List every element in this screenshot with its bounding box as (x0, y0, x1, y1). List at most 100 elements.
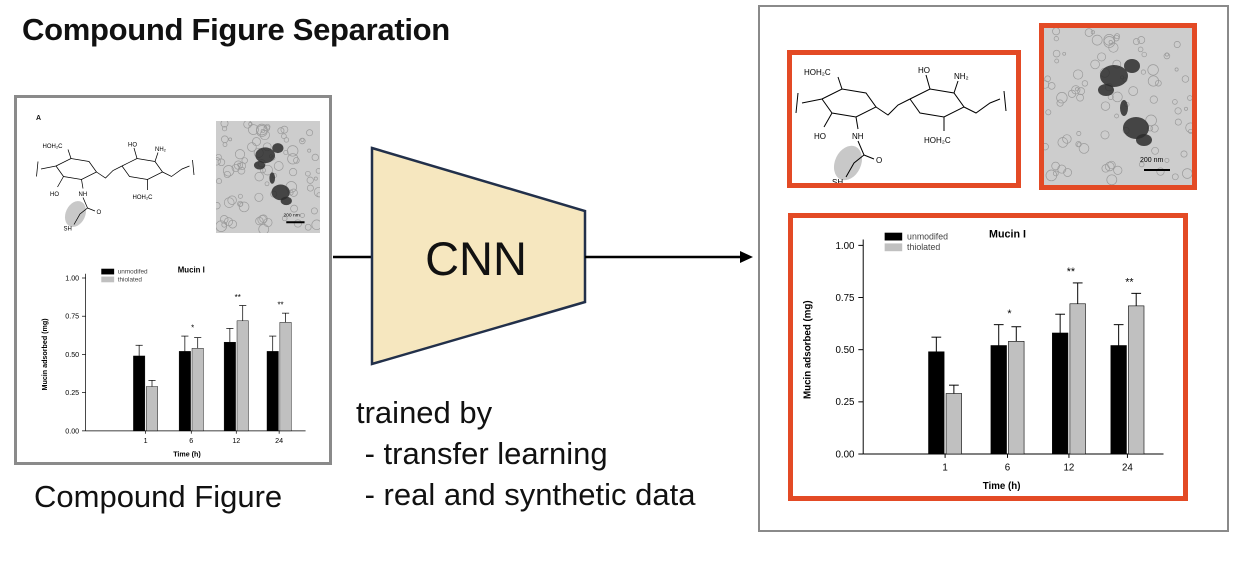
texture-cell (1053, 36, 1059, 42)
texture-cell (1112, 91, 1123, 103)
y-tick-label: 1.00 (65, 275, 79, 283)
texture-cell (1097, 52, 1107, 62)
texture-cell (237, 166, 246, 175)
chem-label: HOH₂C (133, 195, 154, 201)
bar (1128, 305, 1145, 455)
chem-label: HO (128, 143, 137, 149)
texture-cell (1054, 58, 1060, 64)
panel-letter: A (36, 115, 42, 122)
y-tick-label: 1.00 (835, 241, 855, 252)
texture-cell (1173, 41, 1181, 48)
texture-cell (1075, 141, 1082, 148)
micrograph-background (1044, 28, 1192, 185)
texture-cell (238, 201, 250, 213)
texture-cell (222, 126, 228, 132)
texture-cell (1113, 34, 1120, 42)
texture-cell (248, 122, 253, 127)
texture-cell (1045, 109, 1052, 116)
bar (266, 351, 279, 432)
x-axis-label: Time (h) (983, 481, 1021, 492)
texture-cell (1132, 38, 1140, 46)
texture-cell (233, 160, 243, 170)
texture-cell (1181, 75, 1190, 83)
glycosidic-bond (875, 98, 911, 116)
pipeline-graphics: CNN (333, 146, 753, 366)
texture-cell (1077, 87, 1085, 95)
chain-bond (40, 165, 57, 170)
legend-swatch (101, 276, 115, 283)
output-arrowhead-icon (740, 251, 753, 263)
texture-cell (1056, 99, 1064, 107)
texture-cell (315, 168, 320, 174)
bracket (192, 159, 195, 176)
particle-aggregate (1123, 117, 1149, 139)
particle-aggregate (1100, 65, 1128, 87)
texture-cell (1063, 168, 1072, 177)
sugar-ring-1 (821, 88, 877, 118)
particle-aggregate (253, 160, 266, 170)
texture-cell (1052, 28, 1061, 36)
texture-cell (254, 172, 264, 182)
texture-cell (222, 142, 228, 147)
texture-cell (1073, 69, 1084, 80)
texture-cell (1149, 95, 1158, 104)
significance-marker: ** (1125, 277, 1133, 289)
texture-cell (1071, 85, 1081, 95)
texture-cell (234, 149, 246, 160)
texture-cell (287, 153, 299, 165)
texture-cell (1151, 146, 1159, 155)
particle-aggregate (1098, 84, 1114, 96)
texture-cell (260, 129, 265, 134)
y-tick-label: 0.50 (65, 351, 79, 359)
significance-marker: * (1007, 308, 1011, 320)
texture-cell (217, 158, 226, 167)
legend-swatch (101, 268, 115, 275)
texture-cell (237, 193, 243, 199)
particle-aggregate (280, 196, 292, 206)
texture-cell (243, 121, 252, 129)
texture-cell (1100, 130, 1110, 140)
x-tick-label: 12 (232, 437, 240, 445)
y-axis-label: Mucin adsorbed (mg) (803, 300, 814, 399)
texture-cell (1076, 93, 1084, 102)
micrograph-large: 200 nm (1044, 28, 1192, 185)
texture-cell (1182, 168, 1192, 179)
bar (178, 351, 191, 432)
texture-cell (1084, 28, 1094, 37)
y-tick-label: 0.00 (835, 449, 855, 460)
texture-cell (1128, 86, 1139, 96)
texture-cell (1104, 161, 1115, 172)
texture-cell (281, 133, 287, 139)
bar (223, 341, 236, 432)
texture-cell (299, 137, 306, 145)
chem-label: HO (918, 66, 930, 75)
bond (133, 147, 138, 159)
sugar-ring-1 (55, 158, 98, 180)
particle-aggregate (1120, 100, 1128, 116)
texture-cell (1062, 134, 1072, 144)
thiol-chain (73, 197, 88, 225)
glycosidic-bond (96, 165, 123, 179)
bracket (795, 92, 799, 114)
bond (855, 116, 859, 130)
x-tick-label: 1 (144, 437, 148, 445)
texture-cell (306, 176, 314, 184)
y-tick-label: 0.75 (65, 313, 79, 321)
particle-aggregate (269, 172, 276, 184)
y-tick-label: 0.25 (835, 397, 855, 408)
texture-cell (1187, 95, 1192, 101)
x-tick-label: 1 (942, 463, 947, 474)
bar (1069, 303, 1086, 455)
carbonyl-bond (87, 207, 96, 212)
chem-label: HO (814, 132, 826, 141)
texture-cell (280, 125, 289, 134)
texture-cell (1140, 69, 1146, 75)
texture-cell (1044, 143, 1049, 151)
texture-cell (1047, 82, 1056, 90)
y-axis-label: Mucin adsorbed (mg) (41, 318, 49, 391)
cnn-trapezoid (370, 146, 587, 366)
scale-bar-label: 200 nm (1140, 157, 1164, 164)
